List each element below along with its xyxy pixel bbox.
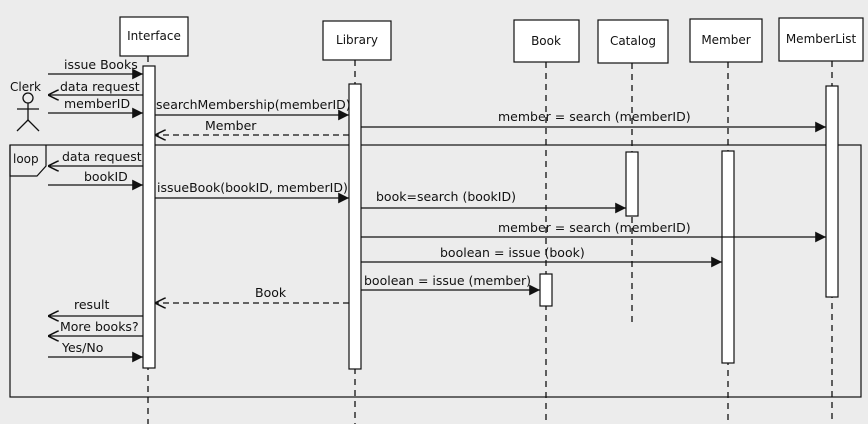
participant-interface: Interface bbox=[119, 16, 189, 57]
message-book-search-label: book=search (bookID) bbox=[376, 189, 516, 204]
message-member-id-label: memberID bbox=[64, 96, 130, 111]
participant-memberlist-label: MemberList bbox=[786, 32, 857, 46]
participant-book-label: Book bbox=[531, 34, 561, 48]
message-search-membership: searchMembership(memberID) bbox=[155, 97, 351, 121]
participant-library: Library bbox=[322, 20, 392, 61]
loop-frame-label: loop bbox=[13, 152, 39, 166]
activation-memberlist bbox=[825, 85, 839, 298]
participant-member: Member bbox=[689, 18, 763, 63]
message-member-return-label: Member bbox=[205, 118, 257, 133]
message-search-membership-label: searchMembership(memberID) bbox=[156, 97, 351, 112]
message-issue-books-label: issue Books bbox=[64, 57, 138, 72]
activation-interface bbox=[142, 65, 156, 369]
participant-memberlist: MemberList bbox=[778, 17, 864, 62]
message-boolean-issue-member-label: boolean = issue (member) bbox=[364, 273, 531, 288]
message-book-search: book=search (bookID) bbox=[361, 189, 626, 214]
message-member-search-2: member = search (memberID) bbox=[361, 220, 826, 243]
message-data-request-1: data request bbox=[48, 79, 143, 95]
message-book-id: bookID bbox=[48, 169, 143, 191]
message-data-request-1-label: data request bbox=[60, 79, 140, 94]
message-member-search-1: member = search (memberID) bbox=[361, 109, 826, 133]
activation-library bbox=[348, 83, 362, 370]
message-yes-no-label: Yes/No bbox=[61, 340, 103, 355]
message-book-id-label: bookID bbox=[84, 169, 128, 184]
participant-catalog: Catalog bbox=[597, 19, 669, 64]
activation-book bbox=[539, 273, 553, 307]
actor-clerk: Clerk bbox=[10, 80, 41, 132]
participant-member-label: Member bbox=[701, 33, 750, 47]
message-member-search-1-label: member = search (memberID) bbox=[498, 109, 691, 124]
participant-library-label: Library bbox=[336, 33, 378, 47]
loop-frame: loop bbox=[9, 144, 862, 398]
activation-catalog bbox=[625, 151, 639, 217]
message-result-label: result bbox=[74, 297, 109, 312]
message-boolean-issue-member: boolean = issue (member) bbox=[361, 273, 540, 296]
message-boolean-issue-book-label: boolean = issue (book) bbox=[440, 245, 585, 260]
message-issue-book: issueBook(bookID, memberID) bbox=[155, 180, 349, 204]
actor-clerk-head bbox=[22, 92, 34, 104]
message-data-request-2-label: data request bbox=[62, 149, 142, 164]
participant-catalog-label: Catalog bbox=[610, 34, 656, 48]
message-issue-book-label: issueBook(bookID, memberID) bbox=[157, 180, 348, 195]
message-issue-books: issue Books bbox=[48, 57, 143, 80]
message-more-books: More books? bbox=[48, 319, 143, 336]
message-yes-no: Yes/No bbox=[48, 340, 143, 363]
message-member-return: Member bbox=[155, 118, 349, 135]
message-result: result bbox=[48, 297, 143, 316]
participant-interface-label: Interface bbox=[127, 29, 181, 43]
message-boolean-issue-book: boolean = issue (book) bbox=[361, 245, 722, 268]
actor-clerk-label: Clerk bbox=[10, 80, 41, 94]
message-member-search-2-label: member = search (memberID) bbox=[498, 220, 691, 235]
message-member-id: memberID bbox=[48, 96, 143, 119]
message-book-return: Book bbox=[155, 285, 349, 303]
activation-member bbox=[721, 150, 735, 364]
message-book-return-label: Book bbox=[255, 285, 287, 300]
message-data-request-2: data request bbox=[48, 149, 143, 166]
message-more-books-label: More books? bbox=[60, 319, 139, 334]
participant-book: Book bbox=[513, 19, 580, 63]
